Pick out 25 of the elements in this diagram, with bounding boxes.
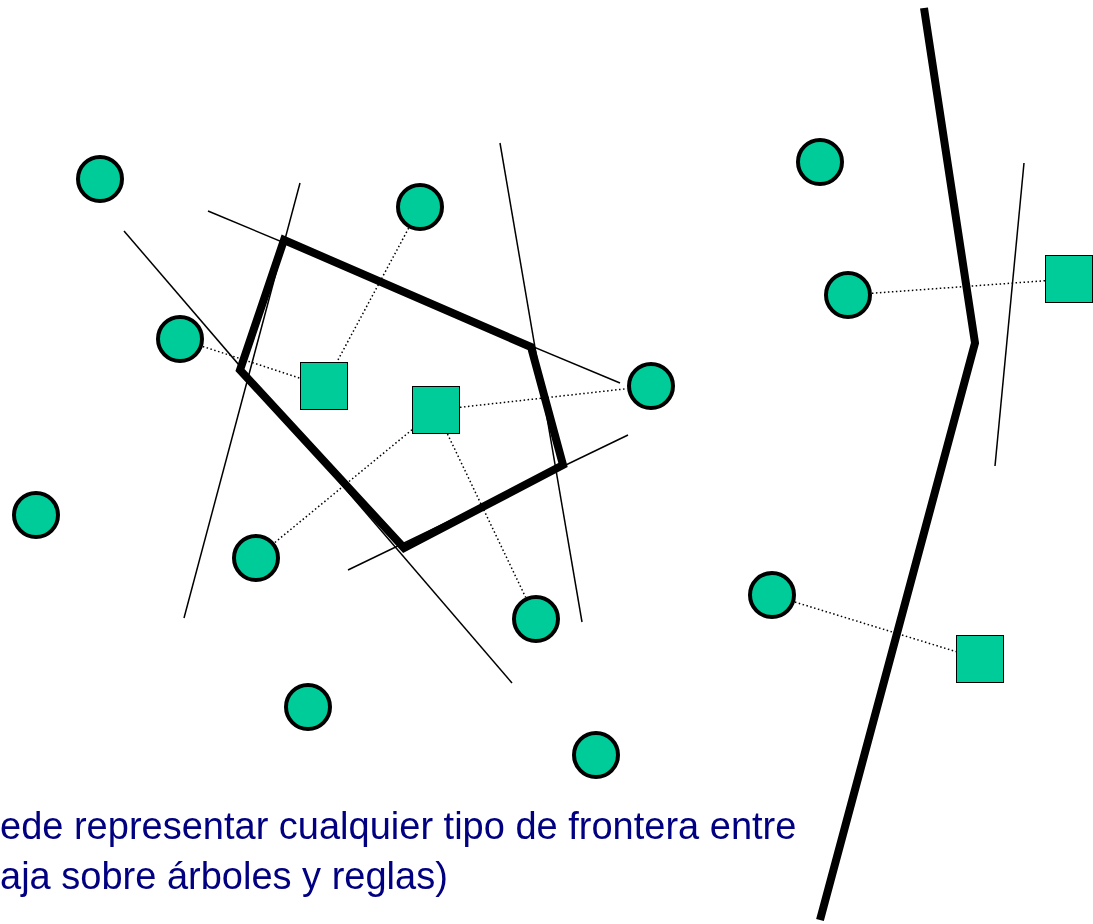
data-point-circle xyxy=(824,271,872,319)
dotted-connector xyxy=(273,429,413,544)
dotted-connector xyxy=(446,433,527,599)
caption-text: aja sobre árboles y reglas) xyxy=(0,856,448,896)
dotted-connector xyxy=(871,280,1046,294)
prototype-square xyxy=(412,386,460,434)
dotted-connector xyxy=(794,601,957,653)
data-point-circle xyxy=(396,183,444,231)
data-point-circle xyxy=(512,595,560,643)
data-point-circle xyxy=(627,362,675,410)
data-point-circle xyxy=(284,683,332,731)
data-point-circle xyxy=(572,731,620,779)
dotted-connector xyxy=(202,345,301,379)
prototype-square xyxy=(300,362,348,410)
data-point-circle xyxy=(156,315,204,363)
data-point-circle xyxy=(796,138,844,186)
data-point-circle xyxy=(232,534,280,582)
caption-text: ede representar cualquier tipo de frontera entre xyxy=(0,806,797,846)
prototype-square xyxy=(956,635,1004,683)
prototype-square xyxy=(1045,255,1093,303)
data-point-circle xyxy=(76,155,124,203)
dotted-connector xyxy=(459,387,628,409)
data-point-circle xyxy=(12,491,60,539)
data-point-circle xyxy=(748,571,796,619)
dotted-connector xyxy=(336,227,410,363)
